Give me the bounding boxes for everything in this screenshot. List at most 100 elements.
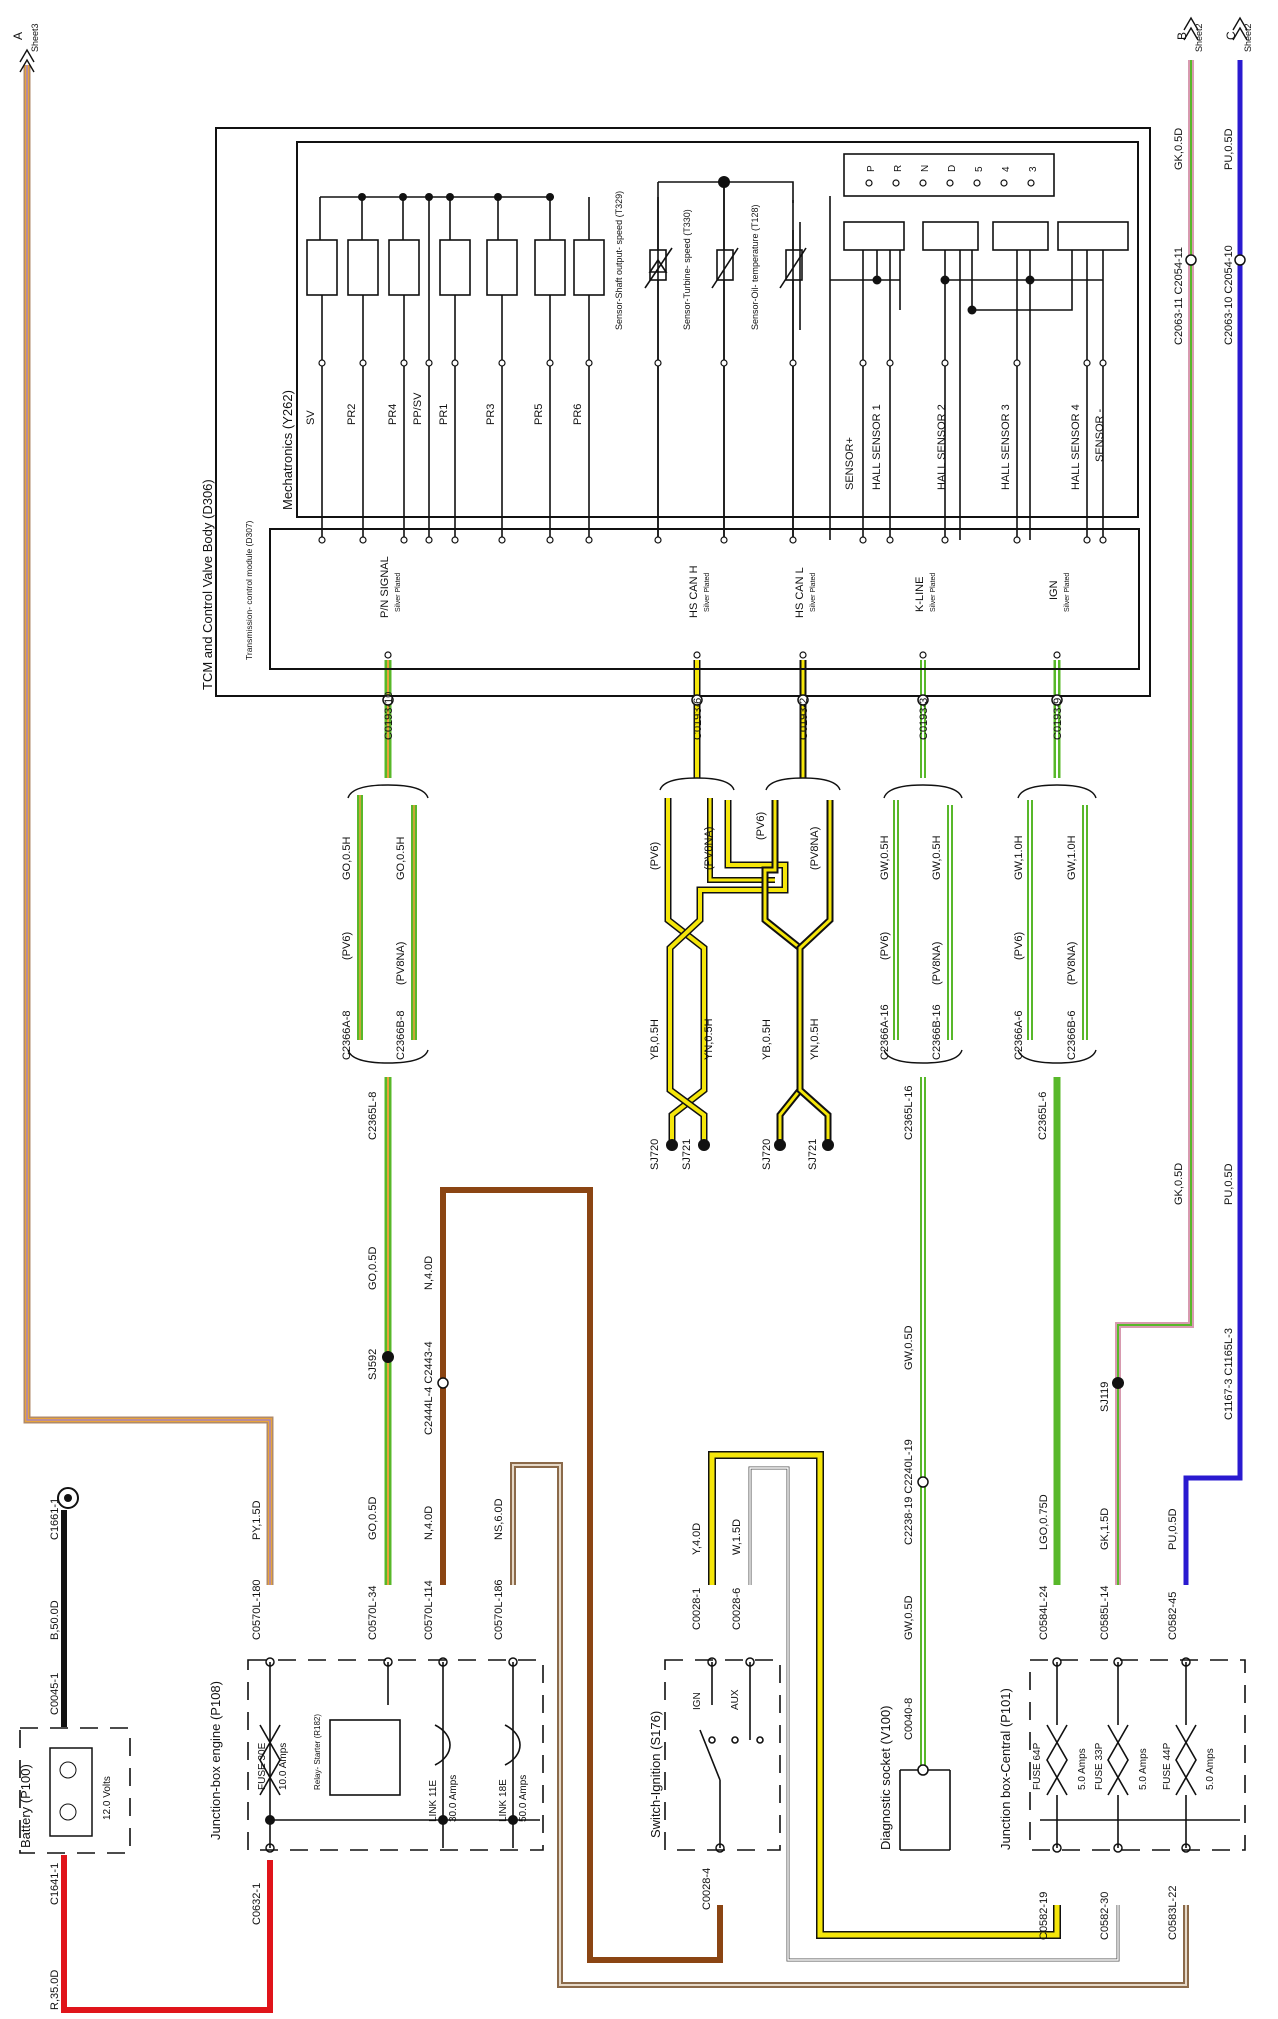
wire-pu bbox=[1183, 60, 1243, 1585]
wire-w15-label: W,1.5D bbox=[731, 1519, 743, 1555]
conn-c0582-30: C0582-30 bbox=[1099, 1892, 1111, 1940]
wire-pu-jbc-label: PU,0.5D bbox=[1167, 1508, 1179, 1550]
conn-c0193-9: C0193-9 bbox=[1052, 698, 1064, 740]
gear-5: 5 bbox=[974, 166, 985, 172]
jbc-f33-amps: 5.0 Amps bbox=[1138, 1748, 1149, 1790]
conn-c1641: C1641-1 bbox=[49, 1863, 61, 1905]
ign-w2: GW,1.0H bbox=[1066, 835, 1078, 880]
wire-py bbox=[23, 65, 274, 1585]
ref-b-sheet: Sheet2 bbox=[1194, 23, 1204, 52]
pin-pn-sub: Silver Plated bbox=[395, 573, 402, 612]
jbe-relay: Relay- Starter (R182) bbox=[313, 1714, 322, 1790]
sol-pr4: PR4 bbox=[387, 404, 399, 425]
sensor-t128: Sensor-Oil- temperature (T128) bbox=[750, 204, 760, 330]
hall-sensor-minus: SENSOR - bbox=[1094, 408, 1106, 462]
wire-r bbox=[61, 1855, 273, 2013]
hall-sensor-2: HALL SENSOR 2 bbox=[936, 404, 948, 490]
sensor-t329: Sensor-Shaft output- speed (T329) bbox=[614, 191, 624, 330]
jbc-f64-name: FUSE 64P bbox=[1032, 1742, 1043, 1790]
canh-w2: YN,0.5H bbox=[703, 1018, 715, 1060]
wire-gw bbox=[893, 660, 953, 1770]
tcm-connectors bbox=[382, 694, 1063, 706]
hall-sensor-4: HALL SENSOR 4 bbox=[1070, 404, 1082, 490]
hall-sensor-3: HALL SENSOR 3 bbox=[1000, 404, 1012, 490]
canl-pv8na: (PV8NA) bbox=[809, 827, 821, 870]
jbe-link18-amps: 50.0 Amps bbox=[518, 1775, 529, 1822]
jbc-f44-name: FUSE 44P bbox=[1162, 1742, 1173, 1790]
wire-gw-ign bbox=[1027, 660, 1088, 1585]
ref-c-sheet: Sheet2 bbox=[1243, 23, 1253, 52]
wire-gk15-label: GK,1.5D bbox=[1099, 1508, 1111, 1550]
kline-c2365l: C2365L-16 bbox=[903, 1086, 915, 1140]
sensor-t330: Sensor-Turbine- speed (T330) bbox=[682, 209, 692, 330]
pn-pv6: (PV6) bbox=[341, 932, 353, 960]
jbe-fuse-name: FUSE 30E bbox=[257, 1742, 268, 1790]
sol-pr3: PR3 bbox=[485, 404, 497, 425]
battery-title: Battery (P100) bbox=[18, 1764, 33, 1848]
kline-pv6: (PV6) bbox=[879, 932, 891, 960]
conn-c0583l-22: C0583L-22 bbox=[1167, 1886, 1179, 1940]
kline-c2366a: C2366A-16 bbox=[879, 1004, 891, 1060]
solenoid-block bbox=[306, 196, 605, 540]
pn-w1: GO,0.5H bbox=[341, 837, 353, 880]
sol-pr6: PR6 bbox=[572, 404, 584, 425]
ign-c2365l: C2365L-6 bbox=[1037, 1092, 1049, 1140]
conn-c0193-6: C0193-6 bbox=[692, 698, 704, 740]
page-ref-arrows bbox=[19, 16, 1248, 73]
wire-y4-label: Y,4.0D bbox=[691, 1523, 703, 1555]
pin-canh-sub: Silver Plated bbox=[704, 573, 711, 612]
tcm-module-title: Transmission- control module (D307) bbox=[244, 520, 254, 660]
sol-ppsv: PP/SV bbox=[412, 392, 424, 425]
conn-c0045: C0045-1 bbox=[49, 1673, 61, 1715]
gear-4: 4 bbox=[1001, 166, 1012, 172]
gw-upper-label: GW,0.5D bbox=[903, 1325, 915, 1370]
ign-pv8na: (PV8NA) bbox=[1066, 942, 1078, 985]
pu-top-label: PU,0.5D bbox=[1223, 128, 1235, 170]
canl-sj720: SJ720 bbox=[761, 1139, 773, 1170]
sol-pr2: PR2 bbox=[346, 404, 358, 425]
labels: A Sheet3 B Sheet2 C Sheet2 TCM and Contr… bbox=[11, 23, 1253, 2010]
jbe-fuse-amps: 10.0 Amps bbox=[278, 1743, 289, 1790]
pin-circles bbox=[318, 359, 1107, 659]
wire-gw-diag-label: GW,0.5D bbox=[903, 1595, 915, 1640]
canh-pv6: (PV6) bbox=[649, 842, 661, 870]
pin-kline-label: K-LINE bbox=[914, 577, 926, 612]
ignsw-aux: AUX bbox=[730, 1689, 741, 1710]
sol-pr1: PR1 bbox=[438, 404, 450, 425]
ref-a-sheet: Sheet3 bbox=[30, 23, 40, 52]
gear-d: D bbox=[947, 165, 958, 172]
ignsw-ign: IGN bbox=[692, 1692, 703, 1710]
gear-r: R bbox=[893, 165, 904, 172]
conn-c2063-10: C2063-10 C2054-10 bbox=[1223, 245, 1235, 345]
kline-pv8na: (PV8NA) bbox=[931, 942, 943, 985]
conn-c0582-45: C0582-45 bbox=[1167, 1592, 1179, 1640]
kline-w1: GW,0.5H bbox=[879, 835, 891, 880]
jbe-link11-name: LINK 11E bbox=[428, 1780, 439, 1822]
ignition-switch-symbol bbox=[664, 1659, 781, 1851]
conn-c0570l-186: C0570L-186 bbox=[493, 1579, 505, 1640]
wire-r35-label: R,35.0D bbox=[49, 1970, 61, 2010]
conn-c0193-10: C0193-10 bbox=[383, 692, 395, 740]
gk-top-label: GK,0.5D bbox=[1173, 128, 1185, 170]
ref-a-letter: A bbox=[11, 32, 25, 40]
conn-c0570l-34: C0570L-34 bbox=[367, 1586, 379, 1640]
conn-c1167: C1167-3 C1165L-3 bbox=[1223, 1328, 1235, 1420]
tcm-outer-box bbox=[215, 127, 1151, 697]
conn-c0193-3: C0193-3 bbox=[918, 698, 930, 740]
wire-n4-label: N,4.0D bbox=[423, 1506, 435, 1540]
kline-c2366b: C2366B-16 bbox=[931, 1004, 943, 1060]
diagnostic-socket-symbol bbox=[899, 1764, 951, 1851]
ign-pv6: (PV6) bbox=[1013, 932, 1025, 960]
hall-sensor-1: HALL SENSOR 1 bbox=[871, 404, 883, 490]
conn-c0570l-180: C0570L-180 bbox=[251, 1579, 263, 1640]
sensor-junction bbox=[718, 176, 730, 188]
sj119-label: SJ119 bbox=[1099, 1382, 1111, 1412]
conn-c2238: C2238-19 C2240L-19 bbox=[903, 1439, 915, 1545]
conn-c0570l-114: C0570L-114 bbox=[423, 1580, 435, 1640]
splice-dots bbox=[382, 1139, 1124, 1389]
jbe-dots bbox=[265, 1815, 518, 1825]
ign-c2366b: C2366B-6 bbox=[1066, 1010, 1078, 1060]
conn-c0040-8: C0040-8 bbox=[903, 1698, 915, 1740]
pn-c2366a: C2366A-8 bbox=[341, 1010, 353, 1060]
gk-mid-label: GK,0.5D bbox=[1173, 1163, 1185, 1205]
